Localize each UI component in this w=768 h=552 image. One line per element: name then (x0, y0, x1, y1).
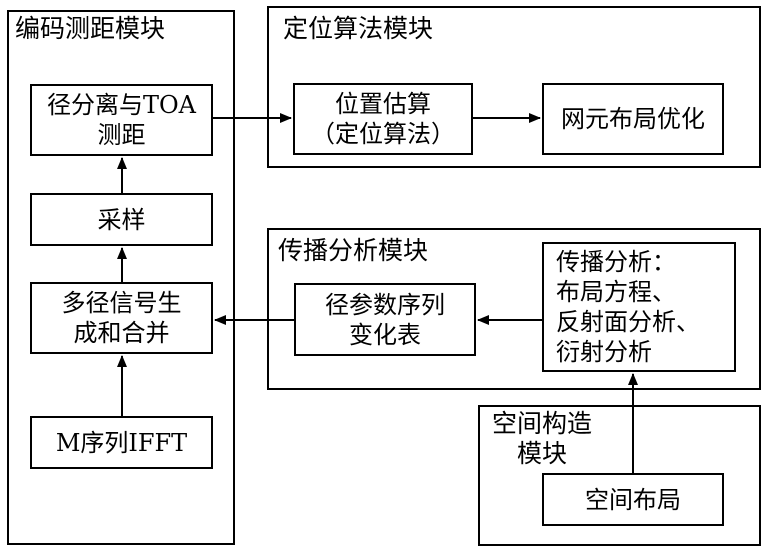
propagation-analysis-box: 传播分析： 布局方程、 反射面分析、 衍射分析 (542, 242, 736, 372)
position-estimation-box: 位置估算 （定位算法） (293, 83, 473, 155)
propagation-analysis-module (267, 228, 761, 390)
space-construction-module (478, 405, 761, 546)
space-construction-module-title: 空间构造 模块 (492, 409, 593, 468)
sampling-box: 采样 (30, 193, 213, 246)
positioning-algorithm-module-title: 定位算法模块 (283, 14, 434, 43)
encoding-ranging-module-title: 编码测距模块 (15, 14, 166, 43)
m-sequence-ifft-box: M序列IFFT (30, 416, 213, 469)
encoding-ranging-module (7, 10, 235, 545)
path-separation-toa-box: 径分离与TOA 测距 (30, 84, 213, 156)
space-layout-box: 空间布局 (542, 473, 724, 526)
path-parameter-table-box: 径参数序列 变化表 (294, 283, 476, 356)
propagation-analysis-module-title: 传播分析模块 (278, 236, 429, 265)
network-layout-optimization-box: 网元布局优化 (542, 83, 724, 155)
positioning-algorithm-module (267, 6, 761, 168)
multipath-generation-box: 多径信号生 成和合并 (30, 282, 213, 354)
